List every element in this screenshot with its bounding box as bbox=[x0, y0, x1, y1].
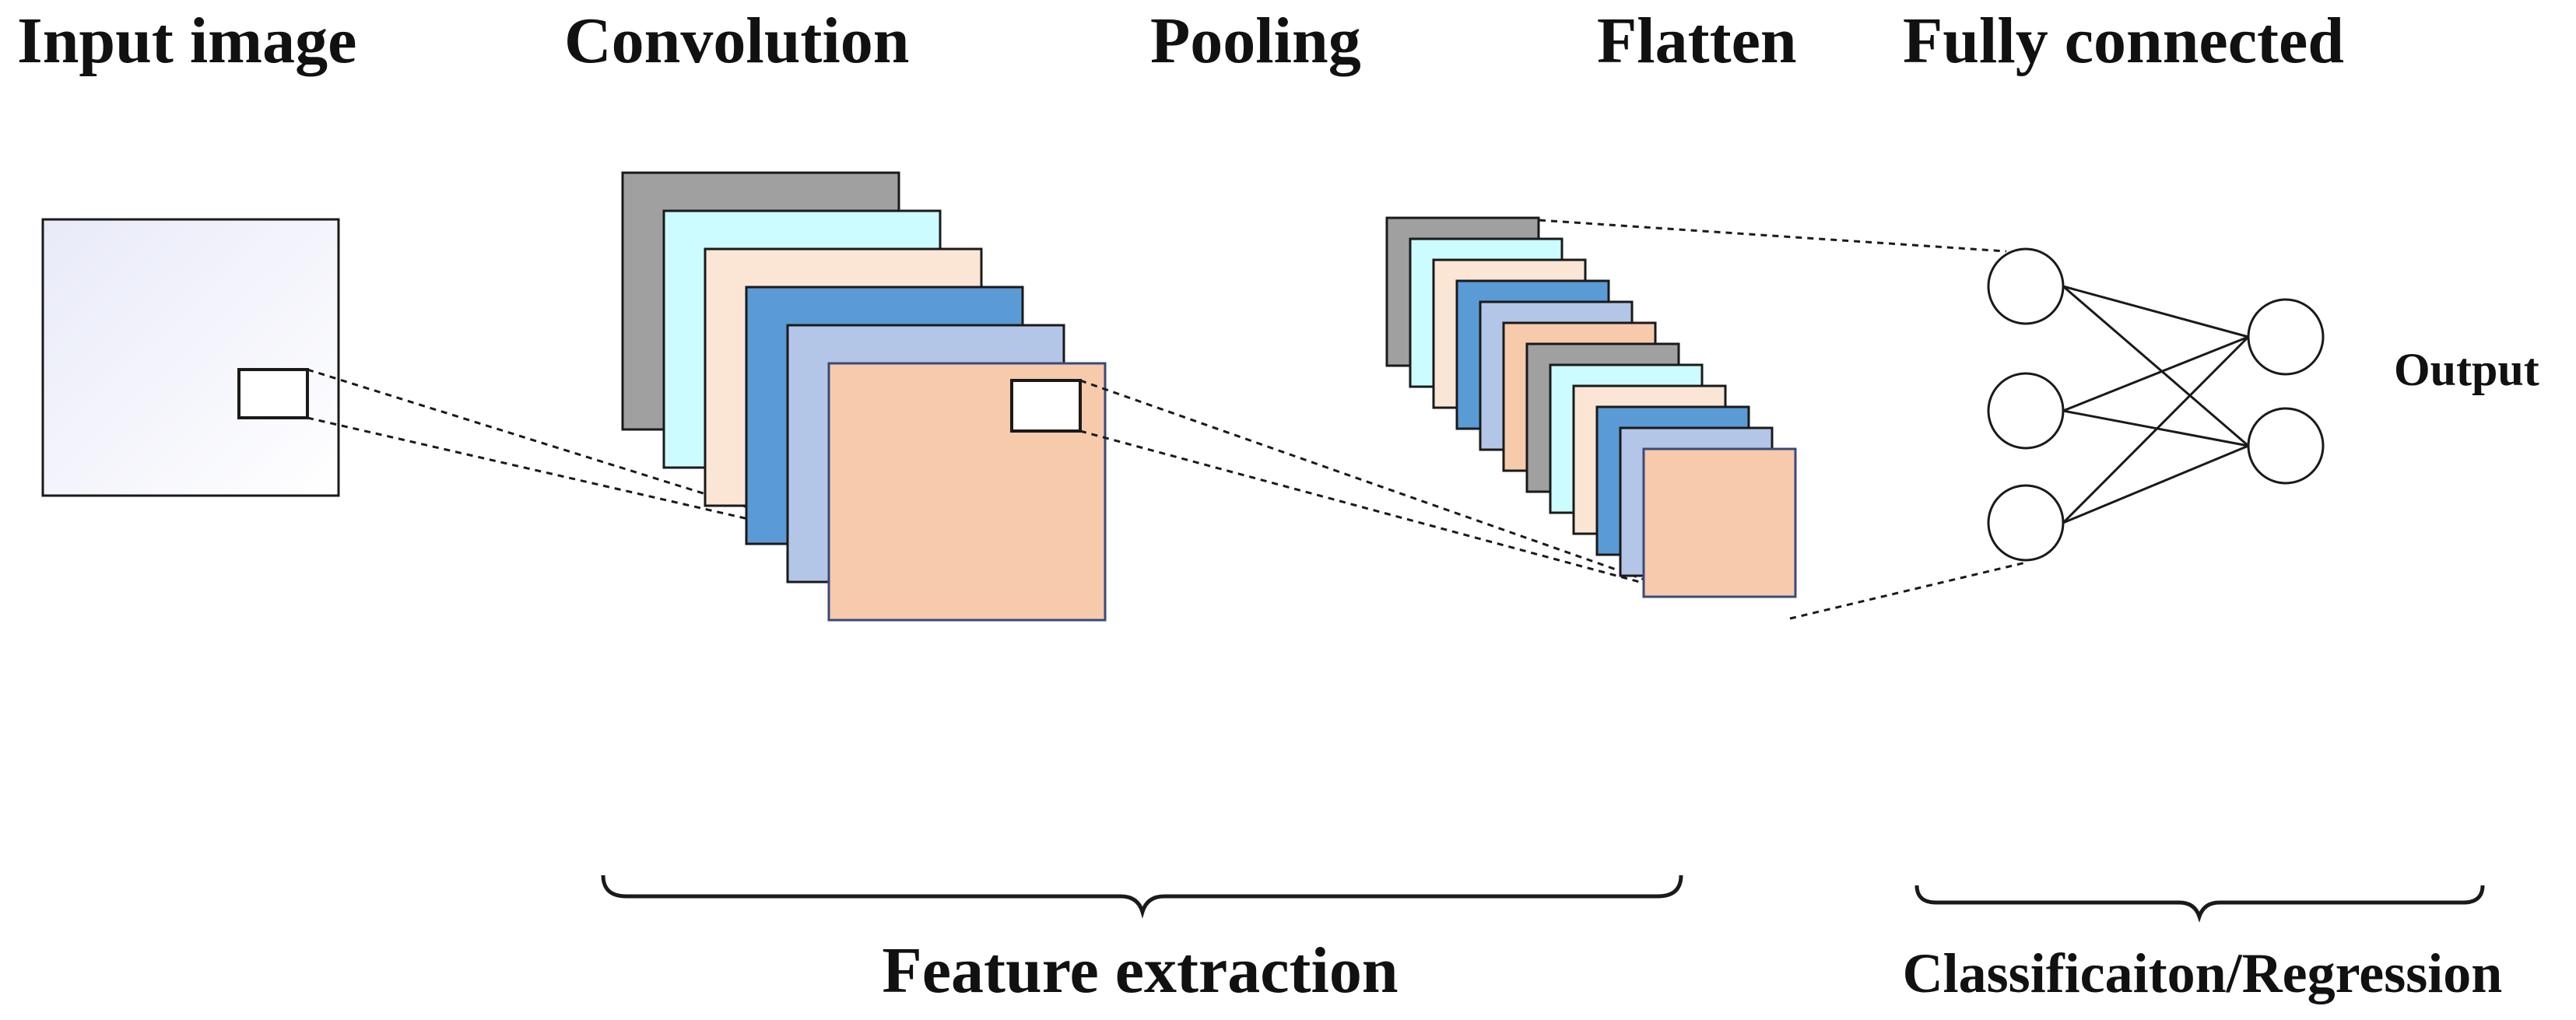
fc-edge-1-2 bbox=[2062, 285, 2249, 447]
pool-map-12 bbox=[1642, 447, 1797, 598]
flatten-to-fc-connectors bbox=[1539, 219, 2027, 620]
input-image bbox=[41, 218, 340, 497]
fc-input-node-1 bbox=[1987, 247, 2065, 325]
fc-edges bbox=[2062, 285, 2250, 524]
header-flatten: Flatten bbox=[1597, 5, 1797, 77]
input-image-frame bbox=[41, 218, 340, 497]
fc-edge-2-1 bbox=[2062, 335, 2249, 412]
fc-output-node-2 bbox=[2247, 407, 2325, 485]
feature-extraction-label: Feature extraction bbox=[882, 934, 1398, 1007]
convolution-feature-maps bbox=[621, 171, 1107, 622]
fc-input-node-2 bbox=[1987, 372, 2065, 450]
fc-nodes bbox=[1987, 247, 2325, 562]
fully-connected-network bbox=[1987, 247, 2325, 562]
header-convolution: Convolution bbox=[564, 5, 909, 77]
conv-receptive-field bbox=[1010, 379, 1082, 433]
input-receptive-field bbox=[237, 368, 309, 419]
classification-brace bbox=[1914, 885, 2485, 923]
header-input-image: Input image bbox=[17, 5, 356, 77]
output-label: Output bbox=[2394, 344, 2539, 395]
header-fully-connected: Fully connected bbox=[1903, 5, 2344, 77]
header-pooling: Pooling bbox=[1150, 5, 1361, 77]
classification-regression-label: Classificaiton/Regression bbox=[1903, 942, 2503, 1004]
feature-extraction-brace bbox=[601, 875, 1683, 919]
fc-edge-1-1 bbox=[2062, 285, 2249, 338]
conv-to-pool-connectors bbox=[1079, 379, 1690, 597]
pooling-feature-maps bbox=[1385, 216, 1797, 598]
fc-edge-3-2 bbox=[2062, 444, 2249, 524]
fc-edge-3-1 bbox=[2062, 335, 2250, 524]
fc-input-node-3 bbox=[1987, 484, 2065, 562]
fc-output-node-1 bbox=[2247, 298, 2325, 376]
